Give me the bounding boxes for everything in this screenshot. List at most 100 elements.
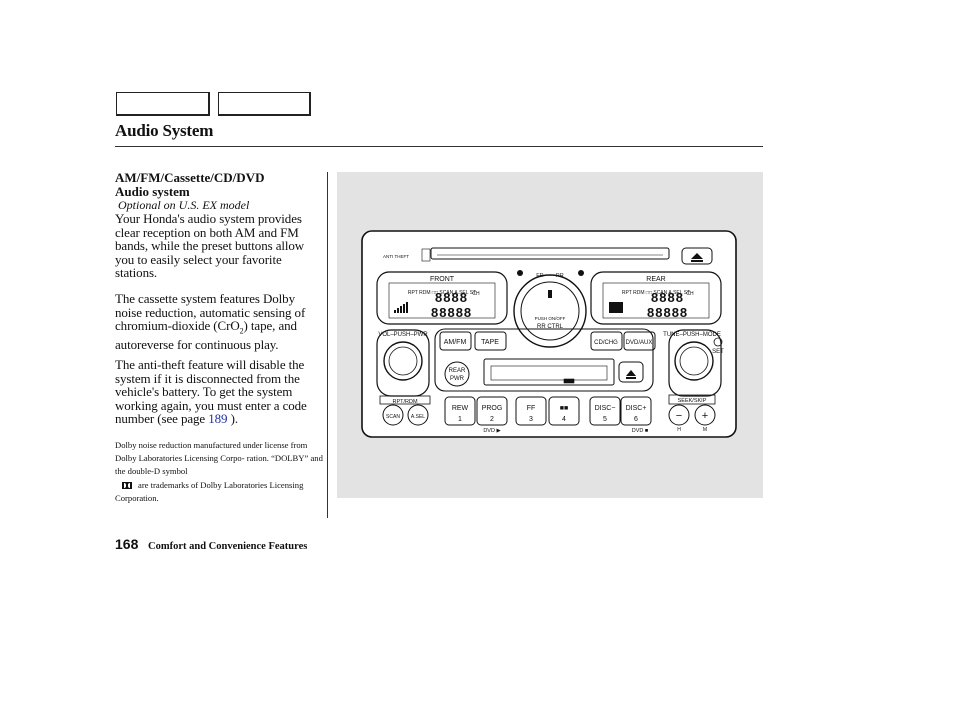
svg-text:8888: 8888: [651, 290, 684, 305]
asel-label: A.SEL: [411, 414, 425, 420]
scan-button: [382, 404, 404, 426]
cassette-door: [483, 358, 615, 386]
tune-knob: [674, 341, 714, 381]
eject-icon: [691, 253, 703, 259]
rear-pwr-button: [444, 361, 470, 387]
cassette-paragraph: The cassette system features Dolby noise…: [115, 292, 323, 352]
ch-label-right: CH: [686, 291, 694, 297]
fr-rr-label: FR ····· RR: [536, 273, 564, 279]
title-divider: [115, 146, 763, 147]
anti-theft-text-end: ).: [227, 411, 238, 426]
rear-label-1: REAR: [449, 368, 466, 374]
radio-segment-digits: 8888 88888 8888 88888: [431, 290, 688, 320]
preset-2-number: 2: [490, 416, 494, 423]
volume-knob: [383, 341, 423, 381]
subscript: 2: [239, 326, 244, 336]
cassette-text-end: ) tape, and autoreverse for continuous p…: [115, 318, 297, 353]
preset-button-3: [515, 396, 547, 426]
nav-tab-box[interactable]: [116, 92, 210, 116]
page-title: Audio System: [115, 121, 214, 140]
rr-ctrl-knob: [520, 281, 580, 341]
preset-3-label: FF: [527, 405, 536, 412]
preset-4-label: ■■: [560, 405, 568, 412]
set-label: SET: [712, 349, 724, 355]
preset-button-6: [620, 396, 652, 426]
page-number: 168: [115, 536, 139, 552]
column-divider: [327, 172, 328, 518]
indicator-dot: [517, 270, 523, 276]
seek-down-button: [668, 404, 690, 426]
audio-unit-illustration: 8888 88888 8888 88888 ANTI THEFT FRONT R…: [361, 230, 737, 438]
preset-button-1: [444, 396, 476, 426]
section-heading: AM/FM/Cassette/CD/DVD Audio system: [115, 171, 323, 199]
svg-text:88888: 88888: [647, 305, 688, 320]
preset-5-number: 5: [603, 416, 607, 423]
rear-display-frame: [590, 271, 722, 325]
svg-text:8888: 8888: [435, 290, 468, 305]
footer-label: Comfort and Convenience Features: [148, 541, 308, 552]
tape-eject-button: [618, 361, 644, 383]
dvdaux-label: DVD/AUX: [626, 340, 653, 346]
minute-label: M: [703, 427, 707, 433]
anti-theft-text: The anti-theft feature will disable the …: [115, 357, 307, 426]
rear-label: REAR: [646, 276, 665, 283]
cassette-text: The cassette system features Dolby noise…: [115, 291, 306, 333]
tape-eject-icon: [626, 370, 636, 376]
dvd-stop-label: DVD ■: [632, 428, 648, 434]
knob-label-1: PUSH ON/OFF: [535, 316, 566, 321]
dolby-trademark: are trademarks of Dolby Laboratories Lic…: [115, 479, 323, 505]
section-heading-line2: Audio system: [115, 184, 190, 199]
front-label: FRONT: [430, 276, 455, 283]
tape-label: TAPE: [481, 339, 499, 346]
display-right-text: RPT RDM □□ SCAN A.SEL ST: [622, 290, 690, 296]
double-d-icon: [122, 482, 132, 489]
preset-1-label: REW: [452, 405, 469, 412]
asel-button: [407, 404, 429, 426]
dolby-trademark-text: are trademarks of Dolby Laboratories Lic…: [115, 480, 304, 503]
preset-6-label: DISC+: [626, 405, 647, 412]
anti-theft-paragraph: The anti-theft feature will disable the …: [115, 358, 323, 426]
dvd-play-label: DVD ▶: [483, 428, 501, 434]
preset-2-label: PROG: [482, 405, 503, 412]
preset-6-number: 6: [634, 416, 638, 423]
hour-label: H: [677, 427, 681, 433]
svg-text:88888: 88888: [431, 305, 472, 320]
display-left-text: RPT RDM □□ SCAN A.SEL ST: [408, 290, 476, 296]
dvdaux-button: [623, 331, 656, 351]
seek-minus-label: −: [676, 410, 682, 422]
tune-mode-label: TUNE–PUSH–MODE: [663, 332, 721, 338]
indicator-dot: [578, 270, 584, 276]
vol-pwr-label: VOL–PUSH–PWR: [378, 332, 428, 338]
preset-button-5: [589, 396, 621, 426]
seek-up-button: [694, 404, 716, 426]
model-note: Optional on U.S. EX model: [118, 198, 250, 212]
preset-4-number: 4: [562, 416, 566, 423]
amfm-label: AM/FM: [444, 339, 467, 346]
ch-label-left: CH: [472, 291, 480, 297]
preset-button-4: [548, 396, 580, 426]
anti-theft-label: ANTI THEFT: [383, 254, 409, 259]
scan-label: SCAN: [386, 414, 400, 420]
seek-skip-label: SEEK/SKIP: [678, 398, 707, 404]
cdchg-button: [590, 331, 623, 351]
cdchg-label: CD/CHG: [594, 340, 618, 346]
rear-label-2: PWR: [450, 376, 465, 382]
preset-button-2: [476, 396, 508, 426]
eject-button: [681, 247, 713, 265]
seek-plus-label: +: [702, 410, 708, 422]
center-knob-ring: [513, 274, 587, 348]
preset-5-label: DISC−: [595, 405, 616, 412]
intro-paragraph: Your Honda's audio system provides clear…: [115, 211, 305, 280]
knob-label-2: RR CTRL: [537, 324, 564, 330]
amfm-button: [439, 331, 472, 351]
preset-1-number: 1: [458, 416, 462, 423]
dolby-notice: Dolby noise reduction manufactured under…: [115, 440, 323, 476]
tape-button: [474, 331, 507, 351]
audio-unit-figure: 8888 88888 8888 88888 ANTI THEFT FRONT R…: [337, 172, 763, 498]
page-link[interactable]: 189: [208, 411, 228, 426]
nav-tab-box[interactable]: [218, 92, 311, 116]
preset-3-number: 3: [529, 416, 533, 423]
cd-slot: [430, 247, 670, 260]
front-display-frame: [376, 271, 508, 325]
rpt-rdm-label: RPT/RDM: [392, 399, 417, 405]
